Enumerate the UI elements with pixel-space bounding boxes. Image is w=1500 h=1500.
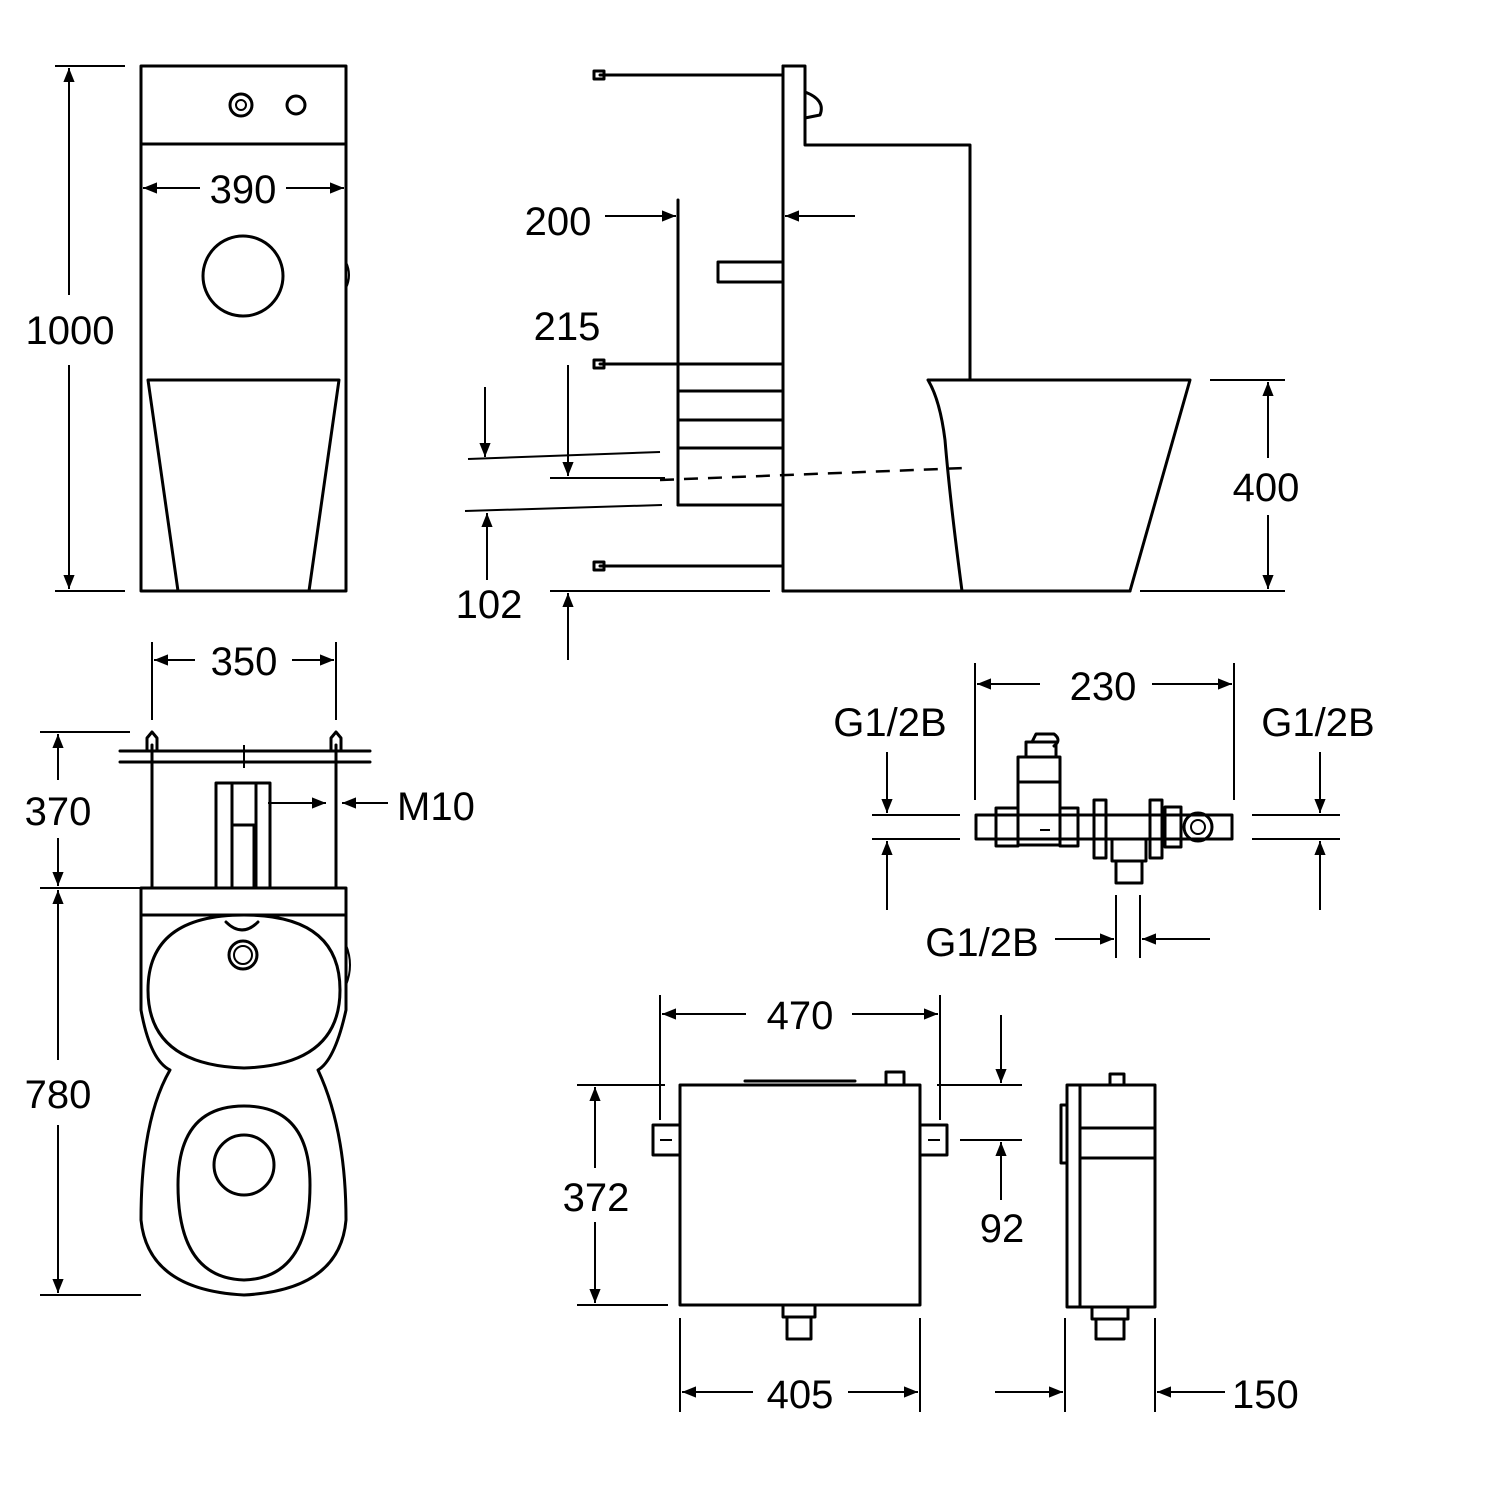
cistern-front-view	[577, 995, 1022, 1412]
dim-box-405: 405	[767, 1373, 834, 1417]
side-view	[464, 64, 1285, 660]
dim-valve-thread-right: G1/2B	[1261, 701, 1374, 745]
dim-front-width: 390	[210, 168, 277, 212]
cistern-side-view	[995, 1072, 1225, 1412]
dim-box-470: 470	[767, 994, 834, 1038]
dim-side-200: 200	[525, 200, 592, 244]
dim-plan-m10: M10	[397, 785, 475, 829]
dim-plan-370: 370	[25, 790, 92, 834]
dim-valve-thread-bottom: G1/2B	[925, 921, 1038, 965]
dim-front-height: 1000	[26, 309, 115, 353]
dim-box-372: 372	[563, 1176, 630, 1220]
plan-view	[40, 642, 388, 1297]
dim-side-215: 215	[534, 305, 601, 349]
valve-assembly	[872, 663, 1340, 958]
dim-plan-350: 350	[211, 640, 278, 684]
dim-box-92: 92	[980, 1207, 1025, 1251]
dim-plan-780: 780	[25, 1073, 92, 1117]
dim-valve-thread-left: G1/2B	[833, 701, 946, 745]
dim-valve-230: 230	[1070, 665, 1137, 709]
dim-box-150: 150	[1232, 1373, 1299, 1417]
dim-side-102: 102	[456, 583, 523, 627]
dim-side-400: 400	[1233, 466, 1300, 510]
front-view	[55, 64, 350, 593]
